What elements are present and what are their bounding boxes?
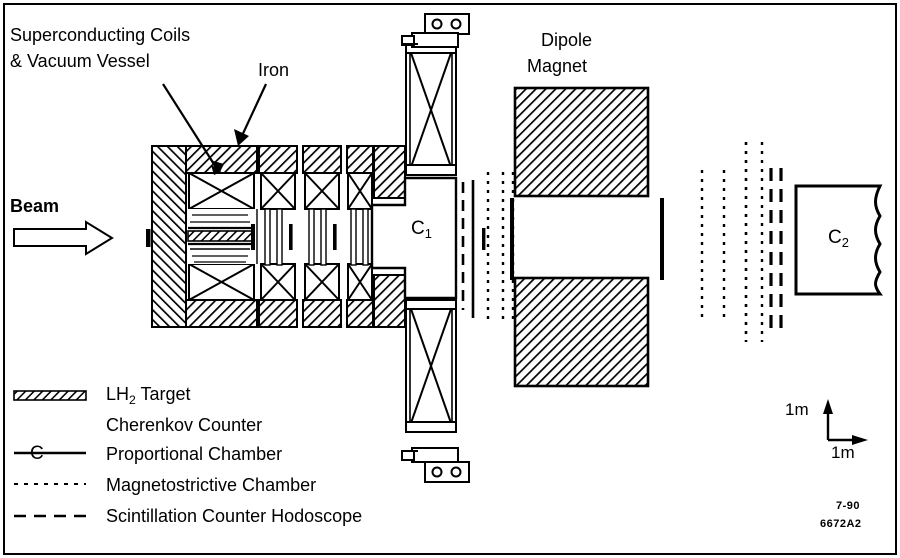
legend-lh2-base: LH bbox=[106, 384, 130, 404]
label-superconducting-coils: Superconducting Coils bbox=[10, 25, 191, 45]
c1-support-frame-bottom bbox=[401, 299, 470, 483]
footer-id: 6672A2 bbox=[820, 518, 862, 530]
detector-group-post-magnet bbox=[700, 142, 783, 342]
legend-label-cherenkov-counter: Cherenkov Counter bbox=[106, 415, 263, 435]
beam-counter-1 bbox=[146, 229, 151, 247]
legend-label-scintillation-hodoscope: Scintillation Counter Hodoscope bbox=[106, 506, 363, 526]
legend-lh2-rest: Target bbox=[135, 384, 191, 404]
legend-label-lh2-target: LH2 Target bbox=[106, 384, 191, 407]
label-cherenkov-2: C2 bbox=[828, 227, 849, 250]
footer-date: 7-90 bbox=[836, 500, 861, 512]
cherenkov-counter-2-vessel bbox=[794, 184, 883, 296]
legend-symbols bbox=[13, 390, 87, 518]
figure-border bbox=[3, 3, 897, 555]
label-magnet: Magnet bbox=[527, 56, 588, 76]
lh2-target-assembly bbox=[187, 214, 253, 263]
scale-indicator bbox=[823, 399, 868, 445]
dipole-magnet bbox=[510, 86, 664, 388]
c2-subscript: 2 bbox=[841, 235, 849, 251]
c1-subscript: 1 bbox=[424, 226, 432, 242]
label-iron: Iron bbox=[258, 60, 290, 80]
label-beam: Beam bbox=[10, 196, 60, 216]
left-iron-yoke bbox=[151, 145, 187, 328]
detector-group-pre-magnet bbox=[461, 172, 515, 322]
scale-label-vertical: 1m bbox=[785, 400, 809, 419]
legend-symbol-lh2-target bbox=[13, 390, 87, 401]
leader-iron bbox=[234, 83, 267, 146]
spectrometer-module-4 bbox=[346, 145, 374, 328]
spectrometer-module-2 bbox=[258, 145, 298, 328]
scale-label-horizontal: 1m bbox=[831, 443, 855, 462]
dipole-pole-top bbox=[513, 86, 650, 198]
chamber-mod2 bbox=[289, 224, 293, 250]
beam-veto-counter bbox=[482, 228, 486, 250]
label-cherenkov-1: C1 bbox=[411, 218, 432, 241]
c1-base: C bbox=[411, 218, 425, 239]
beam-arrow-icon bbox=[13, 220, 114, 256]
spectrometer-module-3 bbox=[302, 145, 342, 328]
legend-label-magnetostrictive-chamber: Magnetostrictive Chamber bbox=[106, 475, 317, 495]
return-iron-yoke bbox=[373, 145, 406, 328]
leader-superconducting-coils bbox=[162, 83, 224, 175]
label-dipole: Dipole bbox=[541, 30, 593, 50]
label-vacuum-vessel: & Vacuum Vessel bbox=[10, 51, 150, 71]
chamber-mod3 bbox=[333, 224, 337, 250]
c2-base: C bbox=[828, 227, 842, 248]
legend-symbol-cherenkov-glyph: C bbox=[30, 443, 44, 464]
dipole-pole-bottom bbox=[513, 276, 650, 388]
c1-support-frame-top bbox=[401, 13, 470, 176]
chamber-mod1 bbox=[251, 224, 255, 250]
cherenkov-counter-1-vessel bbox=[370, 176, 458, 300]
legend-lh2-sub: 2 bbox=[129, 392, 136, 407]
legend-label-proportional-chamber: Proportional Chamber bbox=[106, 444, 283, 464]
spectrometer-module-1 bbox=[185, 145, 258, 328]
